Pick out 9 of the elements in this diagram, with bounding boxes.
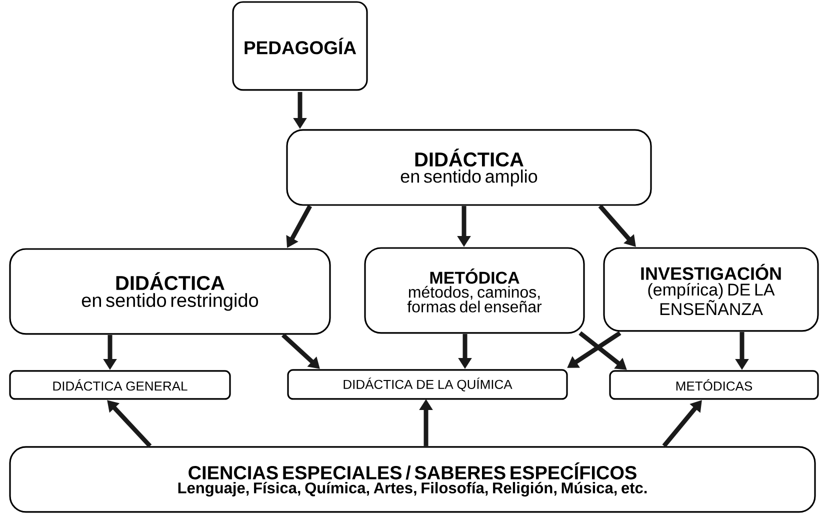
concept-box: DIDÁCTICA en sentido restringido [9,248,331,335]
concept-box: METÓDICA métodos, caminos, formas del enseñar [364,247,585,334]
concept-box: DIDÁCTICA en sentido amplio [286,129,652,206]
label-box: DIDÁCTICA GENERAL [9,370,231,400]
concept-box: PEDAGOGÍA [232,1,368,91]
label-box: METÓDICAS [609,370,819,400]
label-box: DIDÁCTICA DE LA QUÍMICA [287,369,568,400]
concept-box: CIENCIAS ESPECIALES / SABERES ESPECÍFICOS Lenguaje, Física, Química, Artes, Filosofía, Religión, Música, etc. [9,446,816,513]
concept-box: INVESTIGACIÓN (empírica) DE LA ENSEÑANZA [603,247,819,332]
